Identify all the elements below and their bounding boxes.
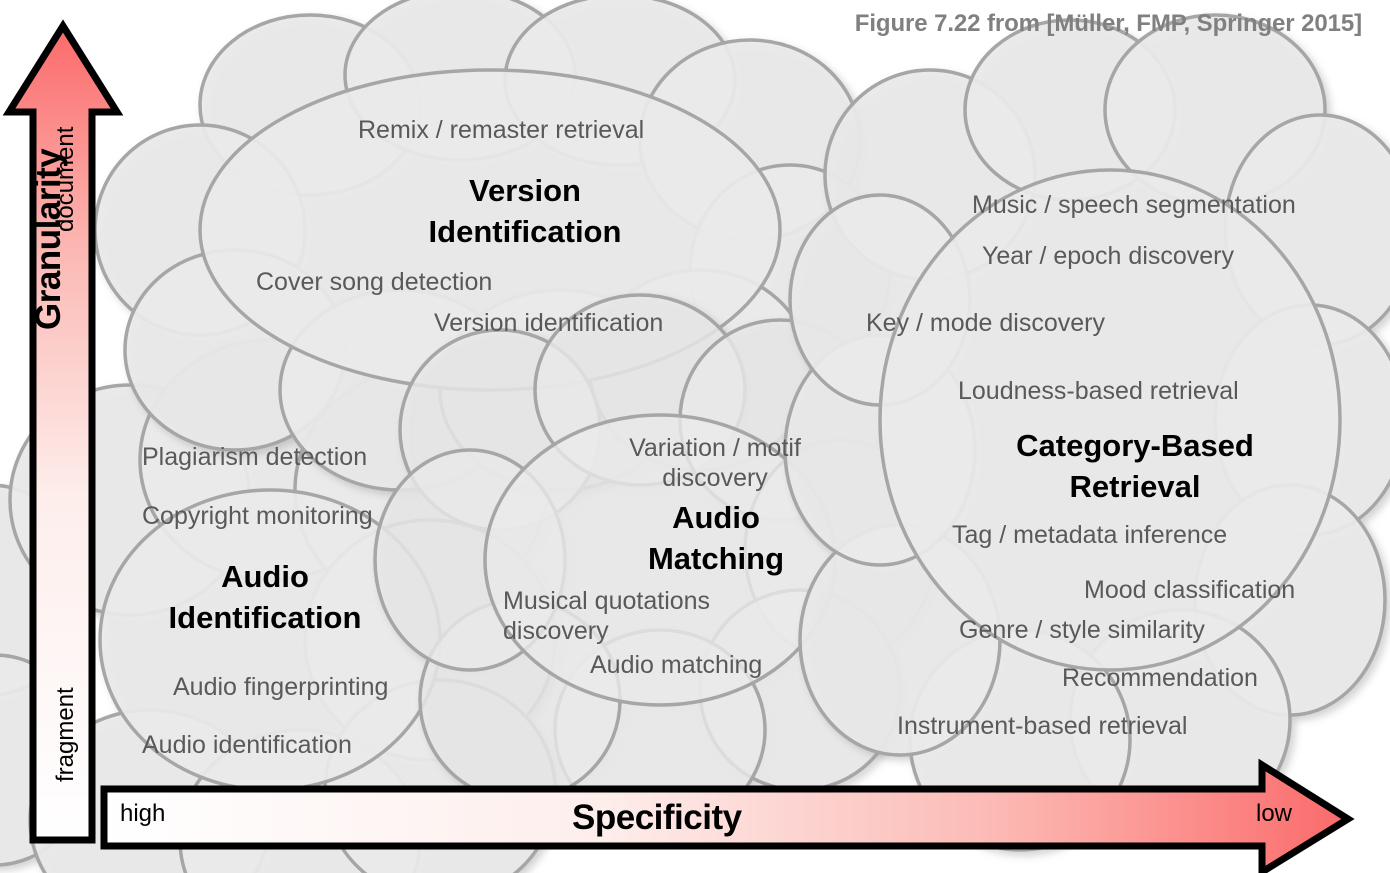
specificity-axis-right-end: low <box>1256 800 1293 827</box>
specificity-axis-label: Specificity <box>572 798 742 837</box>
cloud-item-musical-quotations-discovery: Musical quotations discovery <box>503 587 711 645</box>
granularity-axis-bottom-end: fragment <box>52 687 79 782</box>
cloud-title-audio-matching: Audio Matching <box>647 500 785 577</box>
cloud-item-version-identification: Version identification <box>434 309 664 337</box>
specificity-axis-left-end: high <box>120 800 166 827</box>
cloud-item-genre-style-similarity: Genre / style similarity <box>959 616 1205 644</box>
cloud-item-tag-metadata-inference: Tag / metadata inference <box>952 521 1228 549</box>
cloud-item-instrument-based-retrieval: Instrument-based retrieval <box>897 712 1188 740</box>
cloud-item-audio-identification: Audio identification <box>142 731 352 759</box>
cloud-item-remix-remaster-retrieval: Remix / remaster retrieval <box>358 116 645 144</box>
cloud-item-audio-fingerprinting: Audio fingerprinting <box>173 673 389 701</box>
cloud-item-key-mode-discovery: Key / mode discovery <box>866 309 1105 337</box>
cloud-item-plagiarism-detection: Plagiarism detection <box>142 443 368 471</box>
cloud-item-recommendation: Recommendation <box>1062 664 1258 692</box>
cloud-item-cover-song-detection: Cover song detection <box>256 268 493 296</box>
cloud-item-copyright-monitoring: Copyright monitoring <box>142 502 373 530</box>
cloud-title-category-based-retrieval: Category-Based Retrieval <box>1016 428 1254 505</box>
figure-caption: Figure 7.22 from [Müller, FMP, Springer … <box>854 10 1362 37</box>
cloud-item-audio-matching: Audio matching <box>590 651 763 679</box>
cloud-item-variation-motif-discovery: Variation / motif discovery <box>629 434 801 492</box>
cloud-audio-matching <box>373 293 937 832</box>
cloud-category-based-retrieval <box>783 13 1390 852</box>
cloud-item-loudness-based-retrieval: Loudness-based retrieval <box>958 377 1239 405</box>
cloud-title-version-identification: Version Identification <box>428 173 622 250</box>
granularity-axis-top-end: document <box>52 126 79 232</box>
cloud-item-mood-classification: Mood classification <box>1084 576 1296 604</box>
cloud-title-audio-identification: Audio Identification <box>168 559 362 636</box>
cloud-item-year-epoch-discovery: Year / epoch discovery <box>982 242 1235 270</box>
cloud-item-music-speech-segmentation: Music / speech segmentation <box>972 191 1296 219</box>
